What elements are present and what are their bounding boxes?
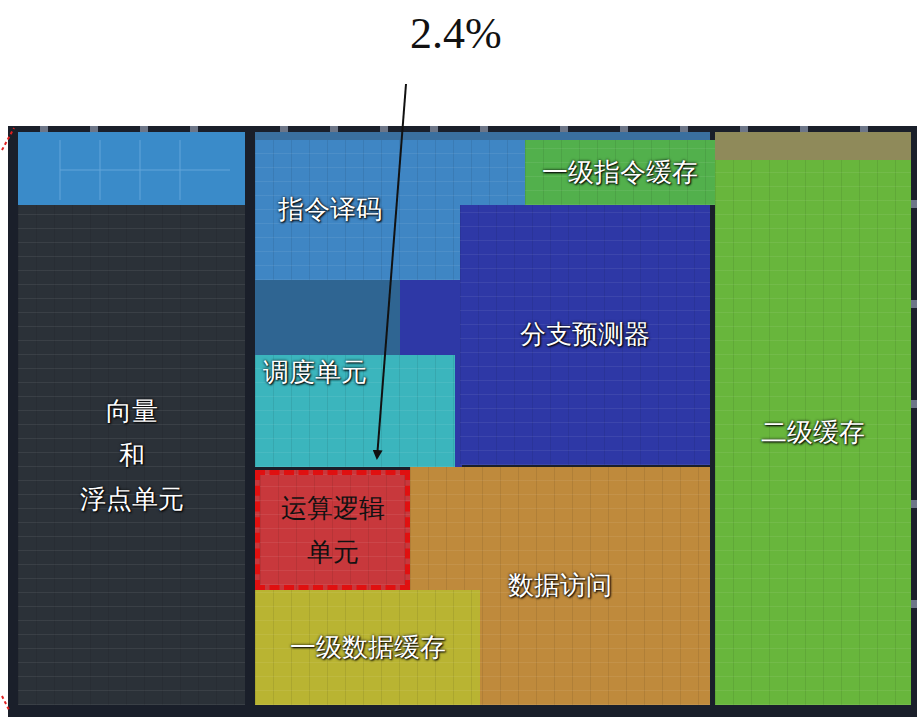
percentage-callout: 2.4% — [410, 8, 502, 59]
decode-lower-block — [255, 280, 405, 355]
top-strip — [255, 132, 710, 140]
top-left-grid — [60, 140, 230, 200]
region-label: 数据访问 — [508, 568, 612, 603]
l1i-cache-region: 一级指令缓存 — [525, 140, 715, 205]
top-right-block — [715, 132, 911, 160]
predictor-extension — [400, 280, 462, 355]
scheduler-region: 调度单元 — [255, 355, 455, 467]
region-label: 分支预测器 — [520, 317, 650, 352]
region-label: 调度单元 — [263, 355, 367, 390]
region-label: 指令译码 — [278, 192, 382, 227]
alu-region: 运算逻辑 单元 — [255, 470, 410, 590]
l1d-cache-region: 一级数据缓存 — [255, 590, 480, 705]
die-ground — [8, 126, 917, 717]
region-label: 运算逻辑 单元 — [263, 486, 402, 574]
branch-predictor-region: 分支预测器 — [460, 205, 710, 465]
leader-arrow — [377, 84, 406, 458]
region-label: 二级缓存 — [761, 415, 865, 450]
vector-fp-region: 向量 和 浮点单元 — [18, 205, 245, 705]
l2-cache-region: 二级缓存 — [715, 160, 911, 705]
region-label: 一级指令缓存 — [542, 155, 698, 190]
region-label: 向量 和 浮点单元 — [26, 389, 237, 522]
region-label: 一级数据缓存 — [290, 630, 446, 665]
die-edge-mark — [2, 128, 14, 712]
top-left-block — [18, 132, 245, 205]
